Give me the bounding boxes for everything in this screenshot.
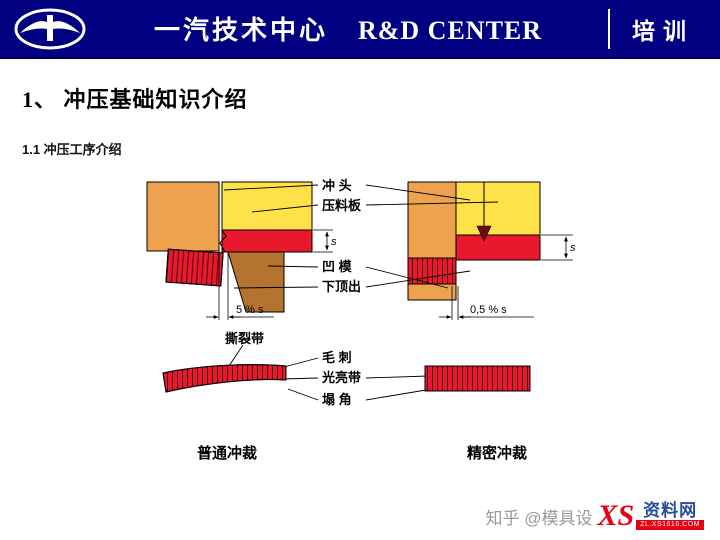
clearance-dim-left bbox=[206, 251, 274, 320]
thickness-label-right: s bbox=[570, 242, 576, 254]
thickness-dim-left bbox=[313, 229, 333, 253]
xs-logo-text: XS bbox=[597, 499, 635, 532]
shear-crack-line bbox=[219, 229, 227, 253]
watermark: 知乎 @模具设 XS 资料网 ZL.XS1616.COM bbox=[485, 500, 706, 532]
sheet-left bbox=[221, 229, 313, 253]
caption-fine-blanking: 精密冲裁 bbox=[467, 444, 527, 462]
punch-block-left bbox=[146, 181, 220, 252]
fine-blanked-part bbox=[424, 365, 531, 392]
thickness-label-left: s bbox=[331, 236, 337, 248]
header-bar: 一汽技术中心 R&D CENTER 培训 bbox=[0, 0, 720, 59]
label-ejector: 下顶出 bbox=[322, 279, 361, 294]
faw-wing-icon bbox=[14, 8, 86, 49]
sheet-right bbox=[455, 234, 541, 261]
faw-logo bbox=[12, 6, 88, 52]
label-die: 凹 模 bbox=[322, 259, 353, 274]
training-badge: 培训 bbox=[632, 17, 694, 44]
logo-site-name: 资料网 bbox=[643, 501, 698, 520]
zhihu-watermark-text: 知乎 @模具设 bbox=[485, 508, 593, 528]
v-ring-notch bbox=[476, 225, 492, 242]
thickness-dim-right bbox=[541, 234, 573, 261]
leader-lines bbox=[223, 184, 499, 401]
label-tear-band: 撕裂带 bbox=[225, 331, 264, 346]
label-punch: 冲 头 bbox=[322, 178, 352, 193]
logo-domain: ZL.XS1616.COM bbox=[636, 520, 704, 530]
normal-blanking-section: 5 % s s bbox=[146, 181, 337, 320]
header-divider bbox=[608, 8, 610, 49]
die-left bbox=[227, 251, 285, 313]
org-name-en: R&D CENTER bbox=[357, 16, 543, 45]
clearance-label-right: 0,5 % s bbox=[470, 304, 507, 316]
label-bright-band: 光亮带 bbox=[321, 370, 361, 385]
ejector-right bbox=[407, 257, 457, 285]
caption-normal-blanking: 普通冲裁 bbox=[197, 444, 257, 462]
label-pressure-plate: 压料板 bbox=[322, 198, 362, 213]
header-title: 一汽技术中心 R&D CENTER bbox=[88, 10, 608, 47]
normal-blanked-part bbox=[162, 364, 287, 393]
slide-subtitle: 1.1 冲压工序介绍 bbox=[22, 142, 122, 157]
fine-blanking-section: s 0,5 % s bbox=[407, 181, 576, 320]
slug bbox=[165, 248, 224, 287]
xs1616-logo: XS 资料网 ZL.XS1616.COM bbox=[595, 500, 706, 532]
blank-holder-right bbox=[455, 181, 541, 236]
label-rollover: 塌 角 bbox=[322, 392, 352, 407]
clearance-label-left: 5 % s bbox=[236, 304, 264, 316]
clearance-dim-right bbox=[439, 286, 534, 320]
slide-title: 1、 冲压基础知识介绍 bbox=[22, 87, 248, 112]
label-burr: 毛 刺 bbox=[322, 350, 352, 365]
blanking-process-diagram: 5 % s s s bbox=[146, 178, 576, 462]
org-name-cn: 一汽技术中心 bbox=[153, 15, 328, 45]
